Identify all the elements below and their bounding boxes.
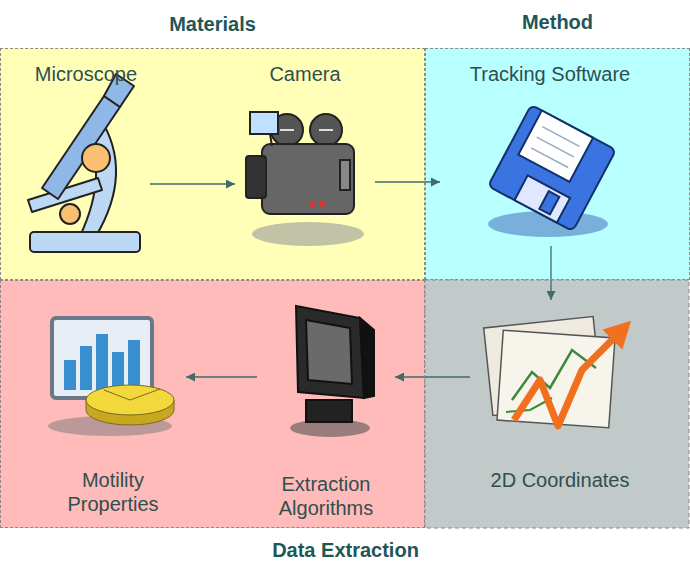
flow-arrow bbox=[150, 183, 235, 184]
node-label: Tracking Software bbox=[470, 62, 630, 86]
software-node: Tracking Software bbox=[440, 62, 660, 246]
camera-icon bbox=[246, 112, 364, 246]
statistics-icon bbox=[48, 318, 174, 436]
panel-heading: Materials bbox=[1, 13, 424, 36]
microscope-node: Microscope bbox=[22, 62, 150, 258]
flow-arrow bbox=[375, 181, 440, 182]
extraction-panel: Data ExtractionMotility PropertiesExtrac… bbox=[0, 280, 425, 528]
flow-arrow bbox=[550, 246, 551, 300]
floppy-icon bbox=[488, 105, 616, 237]
camera-node: Camera bbox=[235, 62, 375, 250]
node-label: Extraction Algorithms bbox=[261, 472, 391, 520]
node-label: 2D Coordinates bbox=[491, 468, 630, 492]
materials-panel: MaterialsMicroscopeCamera bbox=[0, 48, 425, 280]
data-node: 2D Coordinates bbox=[470, 300, 650, 492]
panel-heading: Method bbox=[426, 11, 689, 34]
coordinates-panel bbox=[425, 280, 689, 528]
node-label: Camera bbox=[269, 62, 340, 86]
microscope-icon bbox=[28, 74, 140, 252]
method-ground bbox=[425, 48, 690, 280]
panel-heading: Data Extraction bbox=[134, 539, 557, 562]
flow-arrow bbox=[395, 376, 470, 377]
materials-ground bbox=[0, 48, 425, 280]
output-node: Motility Properties bbox=[40, 304, 186, 516]
node-label: Microscope bbox=[35, 62, 137, 86]
method-panel: MethodTracking Software bbox=[425, 48, 690, 280]
node-label: Motility Properties bbox=[48, 468, 178, 516]
algorithm-node: Extraction Algorithms bbox=[257, 300, 395, 520]
chart-icon bbox=[484, 316, 630, 427]
flow-arrow bbox=[186, 376, 257, 377]
computer-icon bbox=[290, 306, 374, 437]
extraction-ground bbox=[0, 280, 425, 528]
